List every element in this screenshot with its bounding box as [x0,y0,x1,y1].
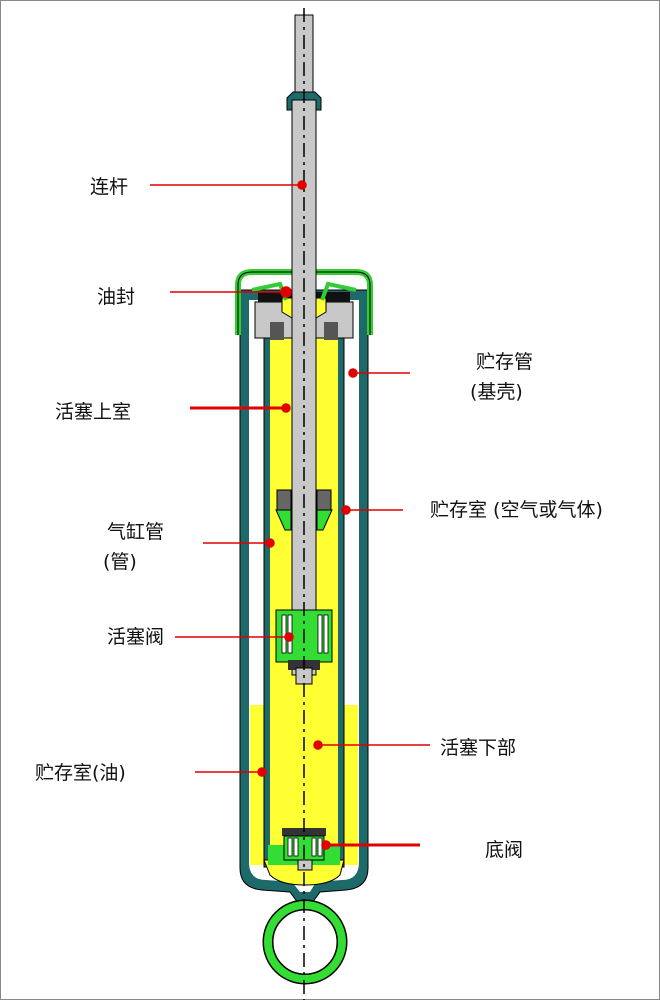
label-piston-valve: 活塞阀 [107,626,165,648]
label-reservoir-tube-sub: (基壳) [470,381,523,403]
rebound-stop [275,489,333,531]
label-cylinder-tube: 气缸管 [107,521,165,543]
leader-lines [150,180,430,850]
label-oil-seal: 油封 [97,286,136,308]
label-reservoir-gas: 贮存室 (空气或气体) [430,499,603,521]
label-cylinder-tube-sub: (管) [103,551,137,573]
label-base-valve: 底阀 [485,839,524,861]
label-upper-chamber: 活塞上室 [55,401,132,423]
label-reservoir-tube: 贮存管 [476,351,534,373]
label-rod: 连杆 [90,176,129,198]
label-reservoir-oil: 贮存室(油) [35,762,126,784]
label-lower-chamber: 活塞下部 [440,737,517,759]
